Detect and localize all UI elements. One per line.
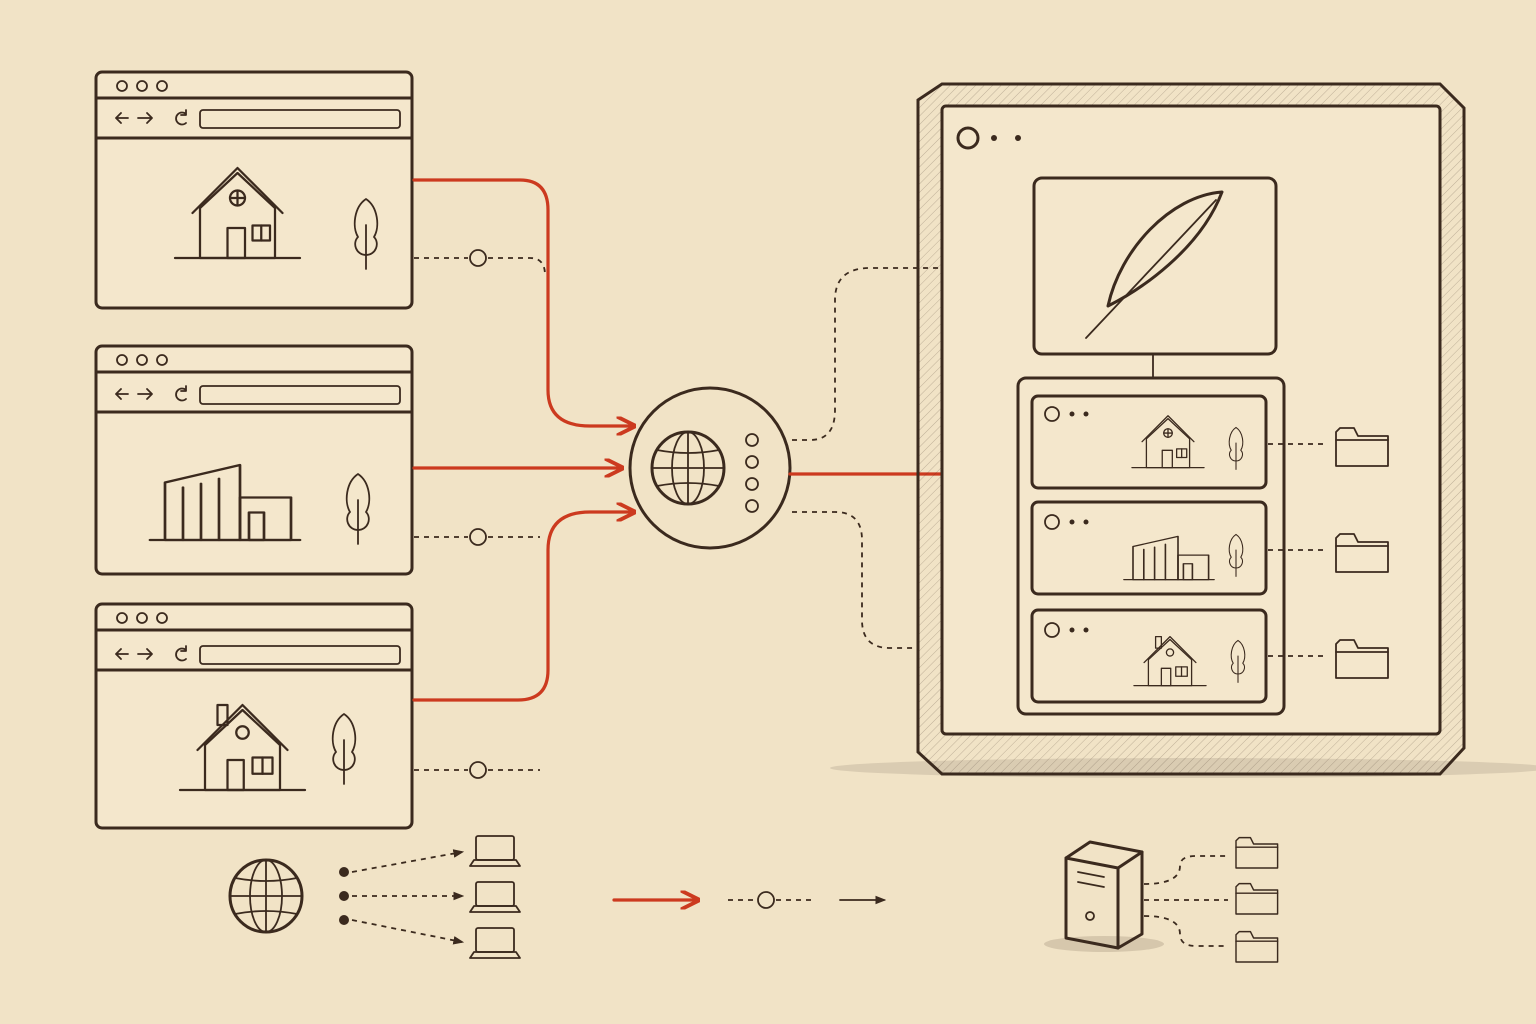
back-arrow-icon[interactable] — [115, 112, 129, 124]
folder-icon — [1235, 836, 1279, 869]
browser-window-3 — [94, 602, 414, 830]
browser-window-1 — [94, 70, 414, 310]
address-bar[interactable] — [199, 109, 401, 129]
legend-globe-group — [228, 835, 521, 959]
browser-window-2 — [94, 344, 414, 576]
legend-server-group — [1044, 836, 1279, 963]
server-panel — [830, 82, 1536, 778]
globe-icon — [228, 858, 304, 934]
back-arrow-icon[interactable] — [115, 648, 129, 660]
hub-node[interactable] — [628, 386, 792, 550]
globe-icon — [650, 430, 726, 506]
server-tower-icon — [1064, 840, 1144, 950]
feather-panel[interactable] — [1032, 176, 1278, 356]
laptop-icon — [469, 835, 521, 867]
address-bar[interactable] — [199, 385, 401, 405]
reload-icon[interactable] — [175, 109, 187, 126]
reload-icon[interactable] — [175, 385, 187, 402]
status-light — [745, 433, 759, 447]
dashed-node-links — [414, 249, 546, 779]
laptop-icon — [469, 927, 521, 959]
feather-quill-icon — [1085, 190, 1224, 339]
address-bar[interactable] — [199, 645, 401, 665]
site-entry-2[interactable] — [1030, 500, 1268, 596]
red-arrows-to-hub — [412, 178, 632, 702]
status-light — [745, 499, 759, 513]
reload-icon[interactable] — [175, 645, 187, 662]
forward-arrow-icon[interactable] — [137, 112, 153, 124]
forward-arrow-icon[interactable] — [137, 388, 153, 400]
status-light — [745, 455, 759, 469]
laptop-icon — [469, 881, 521, 913]
back-arrow-icon[interactable] — [115, 388, 129, 400]
folder-icon — [1235, 930, 1279, 963]
site-entry-1[interactable] — [1030, 394, 1268, 490]
site-entry-3[interactable] — [1030, 608, 1268, 704]
legend-arrow-styles — [612, 892, 887, 908]
folder-icon — [1235, 882, 1279, 915]
status-light — [745, 477, 759, 491]
forward-arrow-icon[interactable] — [137, 648, 153, 660]
